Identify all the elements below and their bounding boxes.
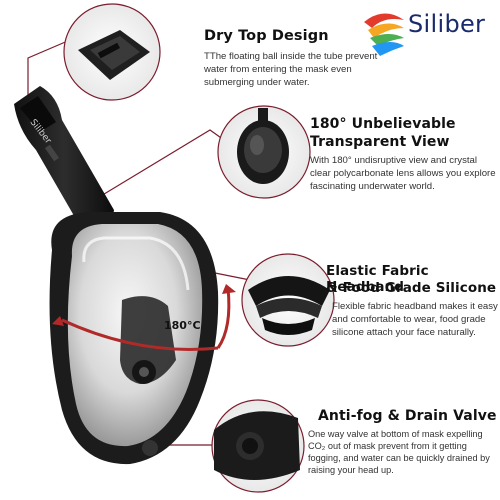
- feature-title-view-2: Transparent View: [310, 134, 450, 150]
- callout-line-top: [27, 39, 71, 110]
- dry-top-valve-image: [78, 30, 150, 80]
- feature-title-headband-2: & Food Grade Silicone: [326, 280, 497, 296]
- feature-title-headband-1: Elastic Fabric Headband: [326, 263, 429, 295]
- feature-title-anti-fog: Anti-fog & Drain Valve: [318, 408, 497, 424]
- mask-body: [49, 212, 219, 465]
- feature-desc-headband: Flexible fabric headband makes it easy a…: [332, 301, 498, 338]
- mask-front-view-image: [237, 108, 289, 184]
- feature-desc-view: With 180° undisruptive view and crystal …: [310, 155, 496, 192]
- rotation-label: 180°C: [164, 319, 201, 332]
- siliber-logo-icon: [364, 13, 404, 56]
- headband-image: [248, 276, 330, 335]
- drain-valve-image: [214, 411, 300, 480]
- feature-desc-dry-top: TThe floating ball inside the tube preve…: [204, 51, 378, 88]
- rotation-arrow: [52, 284, 236, 351]
- feature-title-view-1: 180° Unbelievable: [310, 116, 456, 132]
- callout-line-view: [85, 129, 239, 206]
- feature-title-dry-top: Dry Top Design: [204, 28, 329, 44]
- brand-logo-text: Siliber: [408, 10, 486, 38]
- feature-desc-anti-fog: One way valve at bottom of mask expellin…: [308, 429, 490, 475]
